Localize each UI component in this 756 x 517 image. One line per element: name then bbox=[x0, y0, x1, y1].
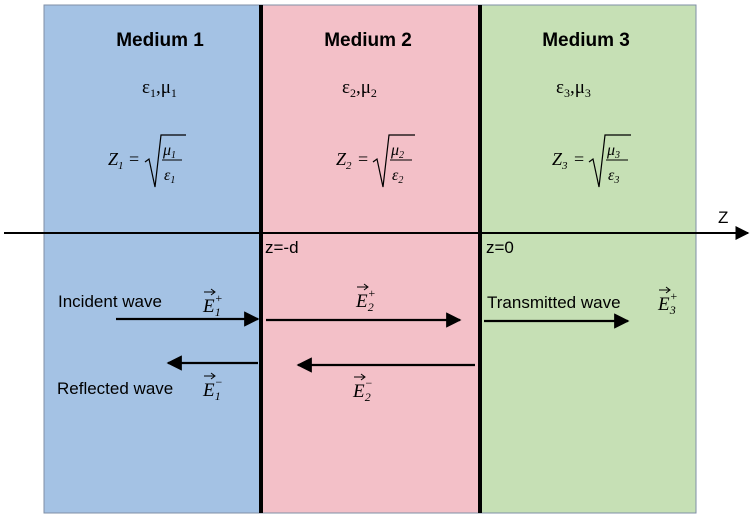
medium-1-title: Medium 1 bbox=[116, 30, 204, 51]
svg-text:ε2: ε2 bbox=[392, 167, 403, 186]
svg-text:E−1: E−1 bbox=[202, 375, 223, 403]
transmitted-wave-label: Transmitted wave bbox=[487, 293, 621, 312]
field-e1-plus: E+1 bbox=[202, 288, 223, 319]
impedance-formula-2: Z2 = μ2 ε2 bbox=[336, 134, 415, 188]
field-e2-minus: E−2 bbox=[352, 373, 373, 404]
svg-text:=: = bbox=[574, 149, 584, 169]
field-e3-plus: E+3 bbox=[657, 286, 678, 317]
impedance-formula-1: Z1 = μ1 ε1 bbox=[108, 134, 186, 188]
boundary-left-label: z=-d bbox=[265, 238, 299, 257]
medium-1-panel bbox=[43, 4, 262, 514]
medium-3-panel bbox=[479, 4, 697, 514]
incident-wave-label: Incident wave bbox=[58, 292, 162, 311]
impedance-formula-3: Z3 = μ3 ε3 bbox=[552, 134, 631, 188]
svg-text:=: = bbox=[129, 149, 139, 169]
svg-text:μ3: μ3 bbox=[606, 142, 620, 161]
field-e2-plus: E+2 bbox=[355, 283, 376, 314]
svg-text:E+2: E+2 bbox=[355, 286, 376, 314]
svg-text:ε1: ε1 bbox=[164, 167, 175, 186]
field-e1-minus: E−1 bbox=[202, 372, 223, 403]
svg-text:E+1: E+1 bbox=[202, 291, 223, 319]
svg-text:E−2: E−2 bbox=[352, 376, 373, 404]
boundary-right-label: z=0 bbox=[486, 238, 514, 257]
svg-text:Z2: Z2 bbox=[336, 149, 352, 172]
svg-text:ε3: ε3 bbox=[608, 167, 619, 186]
svg-text:E+3: E+3 bbox=[657, 289, 678, 317]
svg-text:μ2: μ2 bbox=[390, 142, 404, 161]
svg-text:Z3: Z3 bbox=[552, 149, 568, 172]
svg-text:μ1: μ1 bbox=[162, 142, 176, 161]
z-axis-label: Z bbox=[718, 208, 728, 227]
medium-1-params: ε1,μ1 bbox=[142, 77, 177, 100]
reflected-wave-label: Reflected wave bbox=[57, 379, 173, 398]
medium-3-title: Medium 3 bbox=[542, 30, 630, 51]
medium-3-params: ε3,μ3 bbox=[556, 77, 591, 100]
svg-text:Z1: Z1 bbox=[108, 149, 124, 172]
medium-2-panel bbox=[260, 4, 481, 514]
medium-2-title: Medium 2 bbox=[324, 30, 412, 51]
medium-2-params: ε2,μ2 bbox=[342, 77, 377, 100]
svg-text:=: = bbox=[358, 149, 368, 169]
